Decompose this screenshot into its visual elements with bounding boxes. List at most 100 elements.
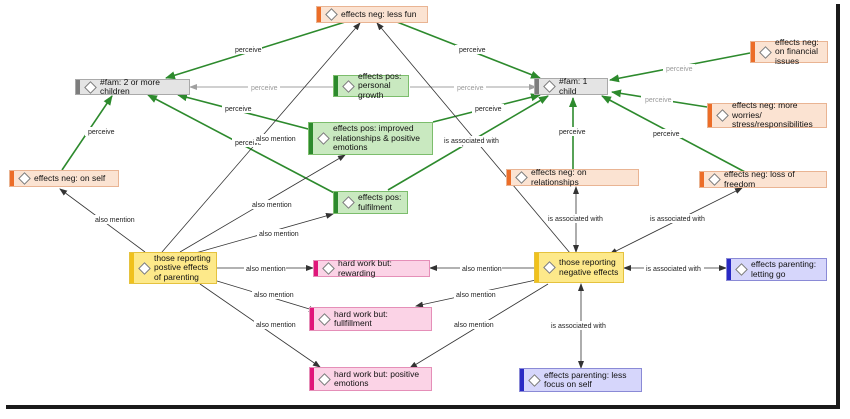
- node-effects-neg-worries[interactable]: effects neg: more worries/ stress/respon…: [707, 100, 827, 130]
- node-label: those reporting negative effects: [559, 257, 619, 277]
- node-label: effects parenting: less focus on self: [544, 369, 627, 389]
- node-label: effects pos: improved relationships & po…: [333, 123, 420, 153]
- node-color-bar: [310, 368, 314, 390]
- node-fam-2-or-more[interactable]: #fam: 2 or more children: [75, 76, 190, 96]
- edge-label-also-mention: also mention: [456, 292, 496, 299]
- node-effects-neg-freedom[interactable]: effects neg: loss of freedom: [699, 169, 827, 189]
- code-diamond-icon: [317, 132, 330, 145]
- code-diamond-icon: [708, 173, 721, 186]
- node-color-bar: [334, 76, 338, 96]
- node-those-reporting-negative[interactable]: those reporting negative effects: [534, 252, 624, 283]
- node-effects-pos-fulfilment[interactable]: effects pos: fulfilment: [333, 191, 408, 214]
- edge-label-perceive: perceive: [666, 66, 693, 73]
- node-hard-work-rewarding[interactable]: hard work but: rewarding: [313, 258, 430, 278]
- code-diamond-icon: [342, 196, 355, 209]
- node-color-bar: [310, 308, 314, 330]
- code-diamond-icon: [325, 8, 338, 21]
- node-label: effects neg: more worries/ stress/respon…: [732, 100, 813, 130]
- edge-label-also-mention: also mention: [246, 266, 286, 273]
- node-label: effects neg: on financial issues: [775, 36, 819, 66]
- code-diamond-icon: [138, 261, 151, 275]
- node-color-bar: [751, 42, 755, 62]
- edge-label-associated: is associated with: [646, 266, 701, 273]
- edge-label-also-mention: also mention: [462, 266, 502, 273]
- node-color-bar: [314, 261, 318, 276]
- node-label: #fam: 1 child: [559, 76, 588, 96]
- node-effects-neg-on-self[interactable]: effects neg: on self: [9, 170, 119, 187]
- code-diamond-icon: [735, 263, 748, 276]
- edge-label-perceive: perceive: [559, 129, 586, 136]
- code-diamond-icon: [543, 261, 556, 274]
- edge-label-perceive: perceive: [653, 131, 680, 138]
- edge-label-perceive: perceive: [251, 85, 278, 92]
- edge-label-also-mention: also mention: [256, 322, 296, 329]
- code-diamond-icon: [318, 372, 331, 386]
- edge-label-also-mention: also mention: [252, 202, 292, 209]
- node-color-bar: [507, 170, 511, 185]
- edge-label-associated: is associated with: [548, 216, 603, 223]
- node-effects-neg-less-fun[interactable]: effects neg: less fun: [316, 6, 428, 23]
- node-effects-neg-financial[interactable]: effects neg: on financial issues: [750, 37, 828, 65]
- code-diamond-icon: [528, 373, 541, 387]
- node-hard-work-positive-emotions[interactable]: hard work but: positive emotions: [309, 367, 432, 391]
- edge-label-also-mention: also mention: [254, 292, 294, 299]
- node-label: effects neg: less fun: [341, 8, 417, 19]
- node-label: hard work but: rewarding: [338, 258, 392, 278]
- edge-label-perceive: perceive: [645, 97, 672, 104]
- node-label: hard work but: positive emotions: [334, 368, 420, 388]
- node-color-bar: [535, 79, 539, 94]
- node-effects-pos-improved[interactable]: effects pos: improved relationships & po…: [308, 122, 433, 155]
- node-label: effects neg: loss of freedom: [724, 169, 795, 189]
- node-effects-parenting-less-focus[interactable]: effects parenting: less focus on self: [519, 368, 642, 392]
- edge-label-also-mention: also mention: [95, 217, 135, 224]
- code-diamond-icon: [318, 312, 331, 326]
- edge-label-also-mention: also mention: [454, 322, 494, 329]
- edge-label-associated: is associated with: [650, 216, 705, 223]
- edge-label-associated: is associated with: [551, 323, 606, 330]
- node-label: hard work but: fullfillment: [334, 308, 388, 328]
- node-fam-1-child[interactable]: #fam: 1 child: [534, 76, 608, 96]
- node-color-bar: [535, 253, 539, 282]
- node-label: those reporting postive effects of paren…: [154, 252, 211, 282]
- edge-label-associated: is associated with: [444, 138, 499, 145]
- edge-label-perceive: perceive: [235, 140, 262, 147]
- node-color-bar: [309, 123, 313, 154]
- node-color-bar: [317, 7, 321, 22]
- code-diamond-icon: [759, 45, 772, 59]
- code-diamond-icon: [543, 80, 556, 93]
- code-diamond-icon: [716, 109, 729, 122]
- code-diamond-icon: [18, 172, 31, 185]
- code-diamond-icon: [342, 79, 355, 93]
- node-label: effects neg: on relationships: [531, 167, 587, 187]
- node-effects-parenting-letting-go[interactable]: effects parenting: letting go: [726, 258, 827, 281]
- edge-label-perceive: perceive: [457, 85, 484, 92]
- node-hard-work-fullfillment[interactable]: hard work but: fullfillment: [309, 307, 432, 331]
- node-color-bar: [334, 192, 338, 213]
- node-color-bar: [520, 369, 524, 391]
- node-label: effects neg: on self: [34, 172, 106, 183]
- node-those-reporting-positive[interactable]: those reporting postive effects of paren…: [129, 252, 217, 284]
- node-label: effects parenting: letting go: [751, 259, 817, 279]
- edge-label-perceive: perceive: [235, 47, 262, 54]
- node-color-bar: [708, 104, 712, 127]
- node-label: #fam: 2 or more children: [100, 76, 160, 96]
- code-diamond-icon: [322, 262, 335, 275]
- code-diamond-icon: [84, 80, 97, 94]
- edge-label-also-mention: also mention: [256, 136, 296, 143]
- node-color-bar: [76, 80, 80, 94]
- node-effects-neg-relationships[interactable]: effects neg: on relationships: [506, 167, 639, 187]
- node-label: effects pos: fulfilment: [358, 192, 402, 212]
- edge-label-perceive: perceive: [475, 106, 502, 113]
- edge-label-perceive: perceive: [225, 106, 252, 113]
- code-diamond-icon: [515, 171, 528, 184]
- node-effects-pos-personal-growth[interactable]: effects pos: personal growth: [333, 71, 409, 99]
- node-color-bar: [727, 259, 731, 280]
- edge-label-perceive: perceive: [88, 129, 115, 136]
- node-color-bar: [130, 253, 134, 283]
- node-color-bar: [700, 172, 704, 187]
- edge-label-perceive: perceive: [459, 47, 486, 54]
- node-color-bar: [10, 171, 14, 186]
- edge-label-also-mention: also mention: [259, 231, 299, 238]
